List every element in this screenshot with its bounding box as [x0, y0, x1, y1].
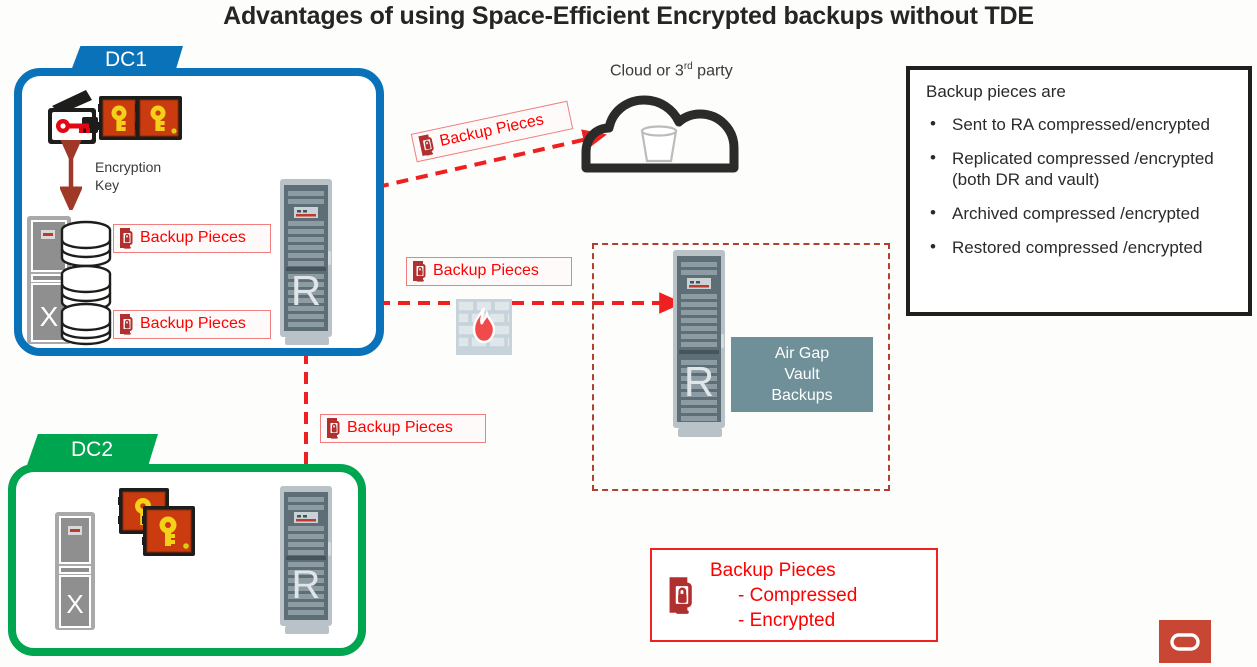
- info-item-text: Archived compressed /encrypted: [952, 204, 1200, 223]
- dc2-recovery-appliance-icon: R: [278, 484, 336, 636]
- backup-pieces-chip-ra-to-db: Backup Pieces: [113, 310, 271, 339]
- air-gap-region: [592, 243, 890, 491]
- svg-text:X: X: [66, 589, 83, 619]
- info-item-text: Restored compressed /encrypted: [952, 238, 1203, 257]
- page-title: Advantages of using Space-Efficient Encr…: [223, 2, 1034, 30]
- safe-with-key-icon: [98, 94, 140, 142]
- dc1-recovery-appliance-icon: R: [278, 177, 336, 349]
- backup-pieces-chip-ra-to-cloud: Backup Pieces: [410, 100, 574, 163]
- cloud-caption-prefix: Cloud or 3: [610, 62, 684, 80]
- encryption-key-arrow: [60, 140, 82, 210]
- info-list-item: • Sent to RA compressed/encrypted: [924, 114, 1238, 135]
- svg-text:R: R: [684, 358, 714, 405]
- svg-text:X: X: [40, 301, 59, 332]
- wallet-with-key-icon: [46, 88, 106, 146]
- cloud-caption: Cloud or 3rd party: [610, 61, 733, 80]
- info-item-line-1: Replicated compressed /encrypted: [952, 149, 1214, 168]
- svg-text:R: R: [292, 563, 321, 607]
- dc2-database-icon: X: [54, 510, 96, 632]
- legend-title: Backup Pieces: [710, 559, 836, 581]
- info-panel-heading: Backup pieces are: [926, 82, 1066, 101]
- backup-pieces-chip-ra-to-dc2: Backup Pieces: [320, 414, 486, 443]
- clamp-lock-icon: [418, 134, 434, 156]
- dc1-tab-label: DC1: [104, 48, 147, 71]
- safe-with-key-icon: [135, 94, 183, 142]
- air-gap-line-3: Backups: [771, 387, 833, 404]
- cloud-caption-suffix: party: [692, 62, 733, 80]
- bullet-icon: •: [930, 148, 936, 167]
- airgap-recovery-appliance-icon: R: [671, 248, 729, 440]
- bullet-icon: •: [930, 237, 936, 256]
- info-list-item: • Replicated compressed /encrypted (both…: [924, 148, 1238, 190]
- dc1-tab: DC1: [69, 46, 183, 76]
- bullet-icon: •: [930, 114, 936, 133]
- encryption-key-line-2: Key: [95, 177, 120, 193]
- backup-pieces-label: Backup Pieces: [438, 111, 546, 150]
- svg-text:R: R: [291, 267, 321, 314]
- dc2-tab-label: DC2: [70, 438, 113, 461]
- legend-box: Backup Pieces - Compressed - Encrypted: [650, 548, 938, 642]
- backup-pieces-chip-db-to-ra: Backup Pieces: [113, 224, 271, 253]
- clamp-lock-icon: [669, 577, 692, 614]
- backup-pieces-chip-firewall: Backup Pieces: [406, 257, 572, 286]
- dc1-database-icon: X: [26, 214, 122, 346]
- legend-line-2: - Compressed: [738, 584, 858, 606]
- oracle-logo-icon: [1170, 632, 1200, 651]
- clamp-lock-icon: [120, 228, 133, 249]
- air-gap-line-1: Air Gap: [774, 345, 830, 362]
- info-item-text: Replicated compressed /encrypted (both D…: [952, 148, 1214, 190]
- info-panel: Backup pieces are • Sent to RA compresse…: [906, 66, 1252, 316]
- encryption-key-caption: Encryption Key: [95, 158, 187, 194]
- cloud-caption-sup: rd: [683, 61, 693, 72]
- clamp-lock-icon: [327, 418, 340, 439]
- encryption-key-line-1: Encryption: [95, 159, 162, 175]
- clamp-lock-icon: [413, 261, 426, 282]
- air-gap-line-2: Vault: [784, 366, 820, 383]
- backup-pieces-label: Backup Pieces: [433, 262, 539, 279]
- clamp-lock-icon: [120, 314, 133, 335]
- backup-pieces-label: Backup Pieces: [347, 419, 453, 436]
- legend-line-3: - Encrypted: [738, 609, 836, 631]
- info-list-item: • Archived compressed /encrypted: [924, 203, 1238, 224]
- bullet-icon: •: [930, 203, 936, 222]
- firewall-flame-icon: [455, 298, 513, 356]
- cloud-icon: [576, 86, 744, 178]
- backup-pieces-label: Backup Pieces: [140, 229, 246, 246]
- dc2-tab: DC2: [26, 434, 158, 468]
- safe-with-key-icon: [142, 504, 196, 558]
- info-item-text: Sent to RA compressed/encrypted: [952, 115, 1210, 134]
- info-list-item: • Restored compressed /encrypted: [924, 237, 1238, 258]
- oracle-logo: [1159, 620, 1211, 663]
- legend-text: Backup Pieces - Compressed - Encrypted: [710, 558, 857, 633]
- backup-pieces-label: Backup Pieces: [140, 315, 246, 332]
- info-item-line-2: (both DR and vault): [952, 170, 1100, 189]
- air-gap-vault-backups-box: Air Gap Vault Backups: [731, 337, 873, 412]
